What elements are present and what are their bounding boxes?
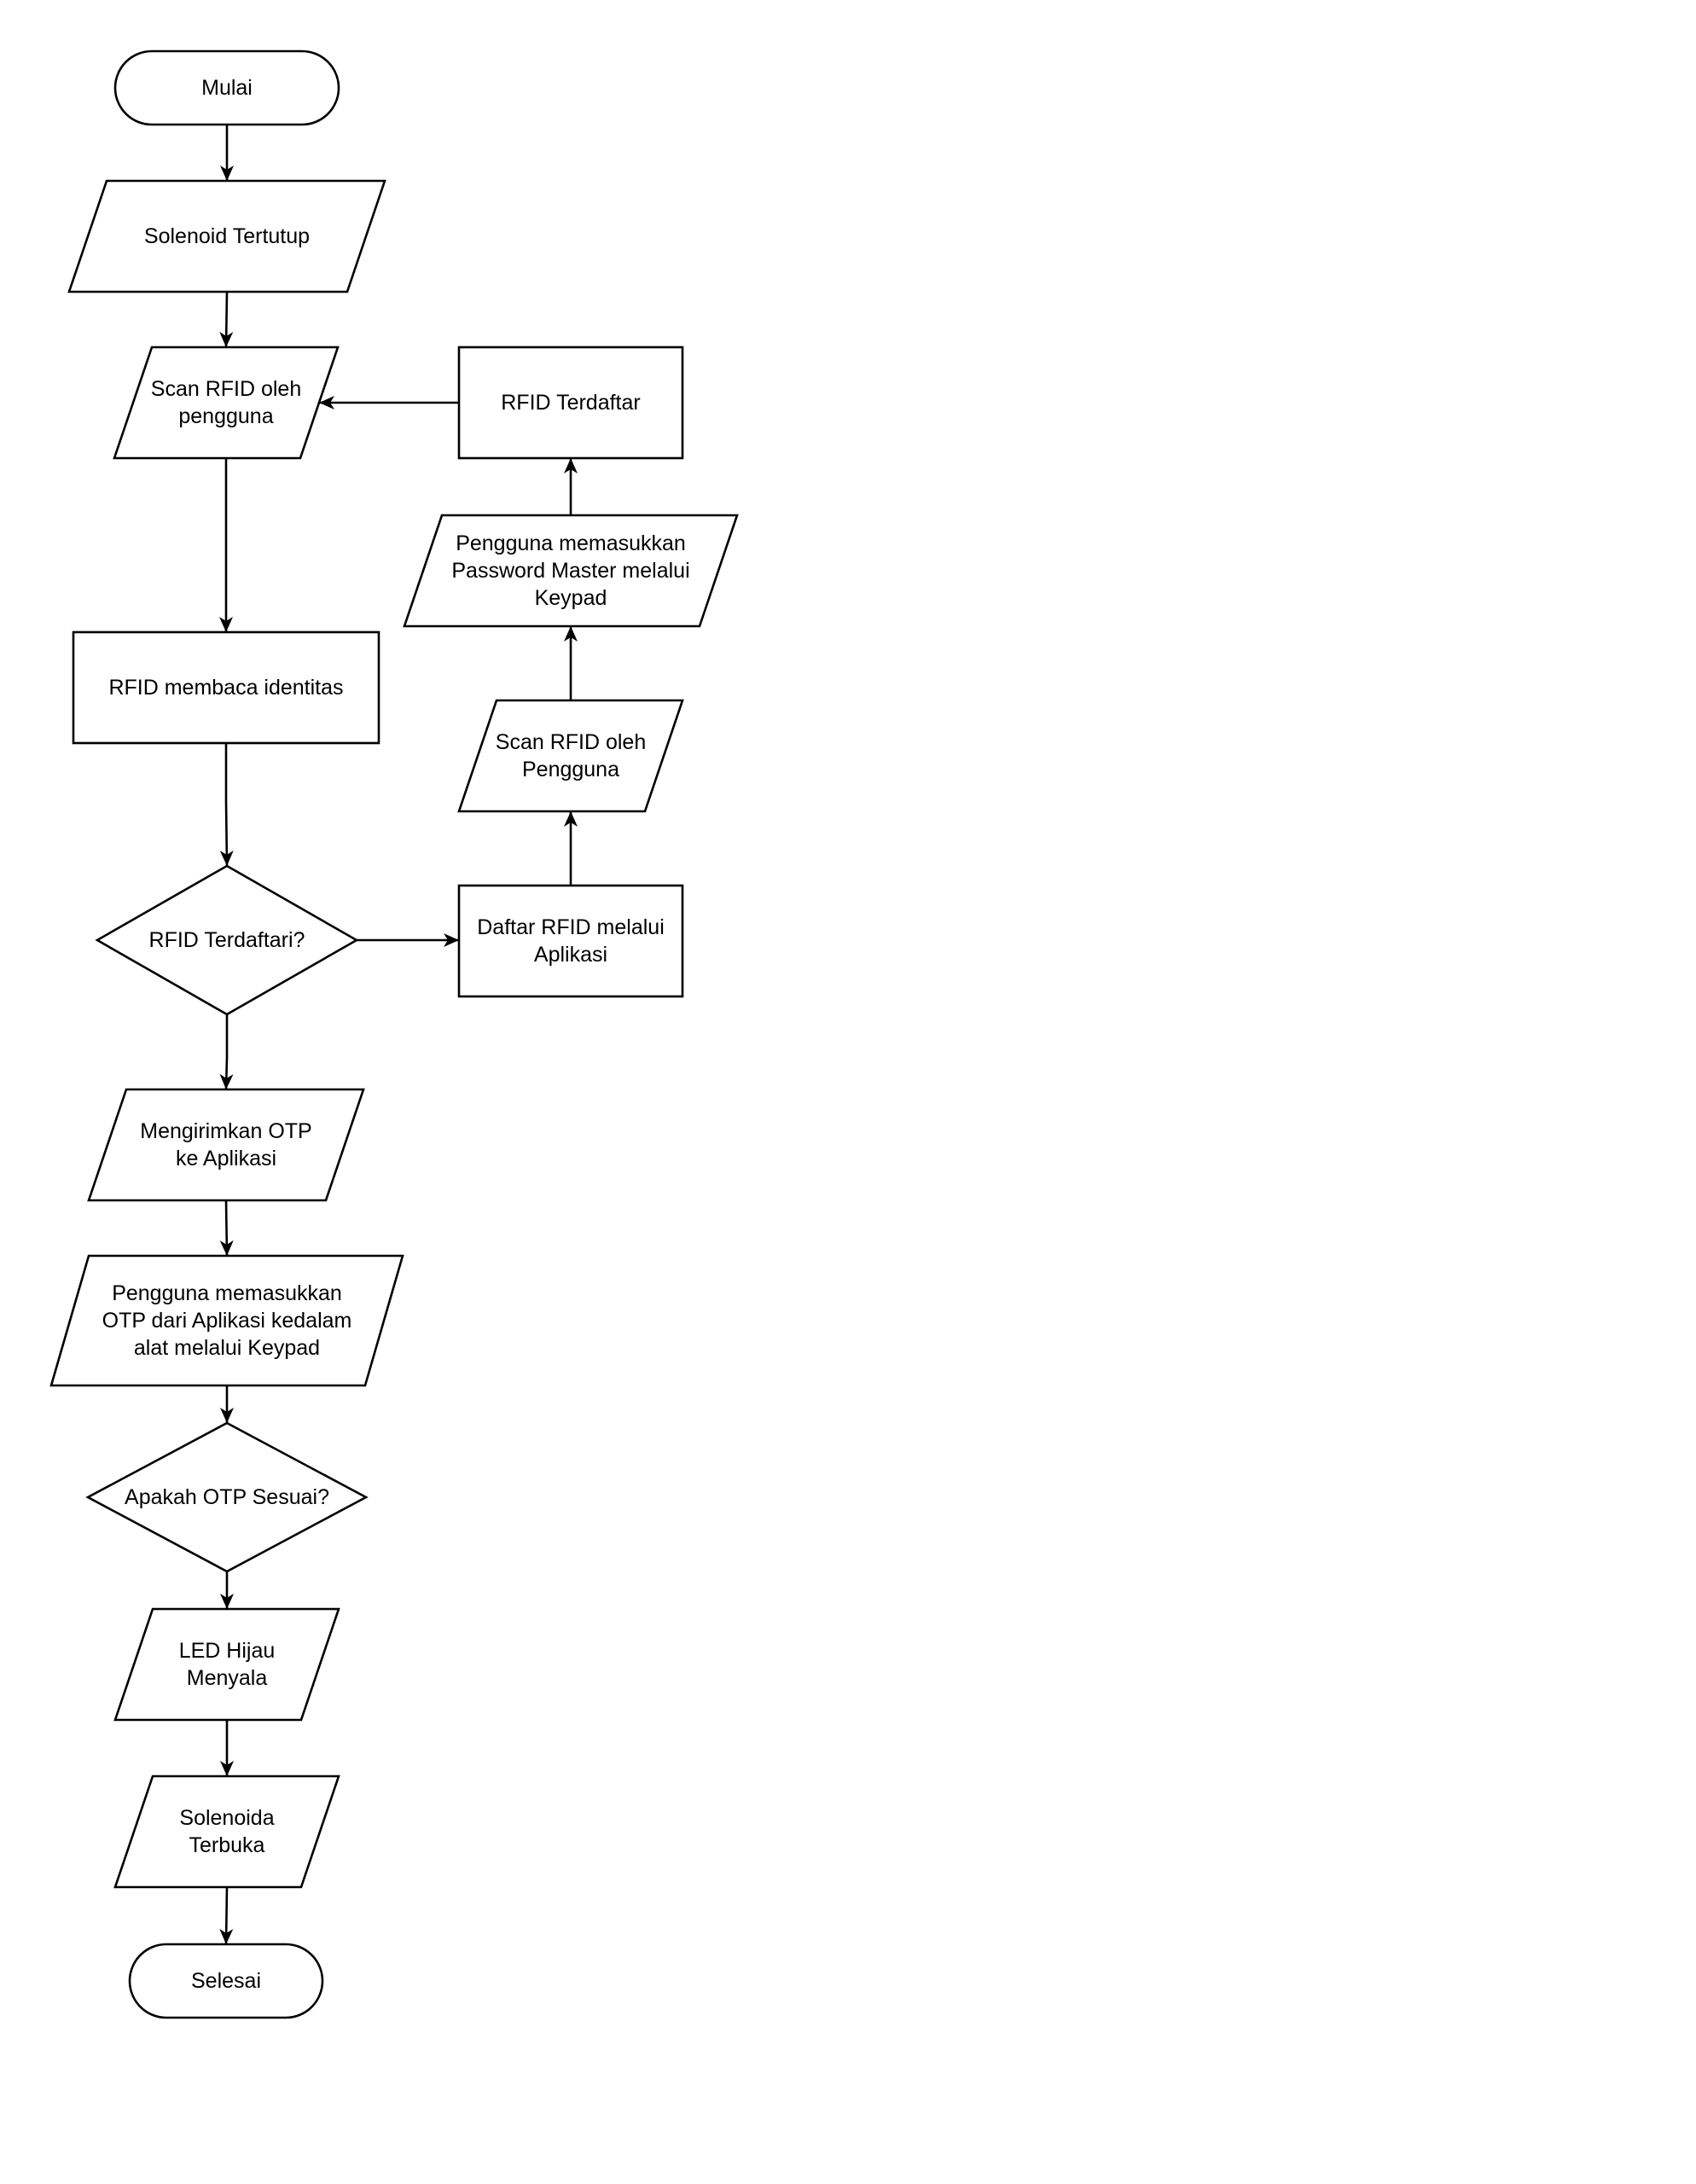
node-label: Solenoida <box>179 1806 274 1830</box>
process-shape <box>72 630 380 745</box>
connectors <box>219 125 578 1945</box>
io-shape <box>403 514 739 628</box>
io-shape <box>67 179 386 293</box>
io-shape <box>49 1254 404 1387</box>
node-label: RFID membaca identitas <box>108 676 343 700</box>
node-label: RFID Terdaftar <box>501 391 640 415</box>
node-label: RFID Terdaftari? <box>149 928 305 952</box>
node-label: Terbuka <box>189 1833 265 1857</box>
node-label: Pengguna memasukkan <box>112 1281 342 1305</box>
io-shape <box>87 1088 365 1202</box>
node-label: Mengirimkan OTP <box>140 1119 311 1143</box>
node-label: Password Master melalui <box>451 559 689 583</box>
node-label: Keypad <box>535 586 607 610</box>
node-label: alat melalui Keypad <box>134 1336 320 1360</box>
node-label: OTP dari Aplikasi kedalam <box>102 1309 352 1333</box>
node-label: Pengguna <box>522 758 619 781</box>
io-shape <box>113 1607 340 1722</box>
node-label: Scan RFID oleh <box>496 730 646 754</box>
decision-shape <box>85 1421 369 1573</box>
node-solenoid-tertutup: Solenoid Tertutup <box>67 179 386 293</box>
node-label: pengguna <box>178 404 273 428</box>
node-label: LED Hijau <box>179 1639 276 1663</box>
process-shape <box>457 884 684 998</box>
connector-solenoid-tertutup-to-scan-rfid-pengguna <box>219 291 234 348</box>
node-label: ke Aplikasi <box>176 1147 276 1170</box>
node-rfid-terdaftar: RFID Terdaftar <box>457 346 684 460</box>
node-label: Solenoid Tertutup <box>144 224 310 248</box>
connector-rfid-membaca-to-rfid-terdaftari <box>219 743 234 867</box>
node-label: Selesai <box>191 1969 261 1993</box>
node-label: Scan RFID oleh <box>151 377 301 401</box>
node-selesai: Selesai <box>128 1943 324 2019</box>
io-shape <box>113 346 340 460</box>
connector-rfid-terdaftari-to-kirim-otp <box>219 1014 234 1090</box>
node-rfid-membaca: RFID membaca identitas <box>72 630 380 745</box>
node-rfid-terdaftari: RFID Terdaftari? <box>95 864 359 1016</box>
connector-kirim-otp-to-masukkan-otp <box>219 1199 234 1257</box>
node-kirim-otp: Mengirimkan OTP ke Aplikasi <box>87 1088 365 1202</box>
terminal-shape <box>128 1943 324 2019</box>
node-label: Aplikasi <box>534 943 607 967</box>
process-shape <box>457 346 684 460</box>
node-otp-sesuai: Apakah OTP Sesuai? <box>85 1421 369 1573</box>
node-scan-rfid-pengguna: Scan RFID oleh pengguna <box>113 346 340 460</box>
node-label: Apakah OTP Sesuai? <box>125 1485 329 1509</box>
node-label: Pengguna memasukkan <box>456 531 686 555</box>
node-label: Menyala <box>187 1666 268 1690</box>
node-label: Mulai <box>201 76 253 100</box>
node-mulai: Mulai <box>113 49 340 126</box>
connector-solenoida-terbuka-to-selesai <box>219 1886 234 1945</box>
terminal-shape <box>113 49 340 126</box>
io-shape <box>457 699 684 813</box>
decision-shape <box>95 864 359 1016</box>
node-label: Daftar RFID melalui <box>477 915 665 939</box>
io-shape <box>113 1774 340 1889</box>
